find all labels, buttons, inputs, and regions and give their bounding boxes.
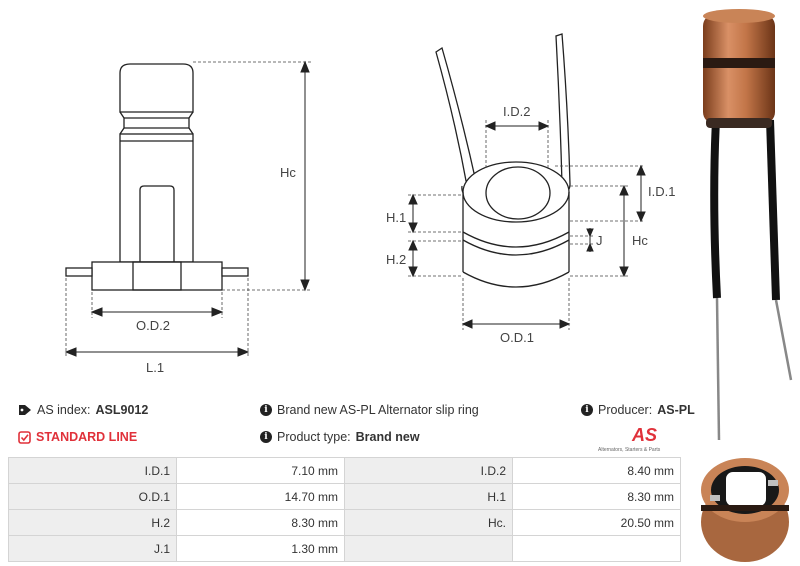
tag-icon bbox=[19, 405, 31, 415]
spec-label: H.1 bbox=[344, 483, 513, 510]
spec-label: J.1 bbox=[8, 535, 177, 562]
spec-value: 7.10 mm bbox=[176, 457, 345, 484]
od2-label: O.D.2 bbox=[136, 318, 170, 333]
producer-label: Producer: bbox=[598, 403, 653, 417]
slip-ring-perspective-drawing: I.D.2 I.D.1 H.1 H.2 J Hc O.D.1 bbox=[386, 33, 675, 345]
hc-label-mid: Hc bbox=[632, 233, 648, 248]
spec-value: 20.50 mm bbox=[512, 509, 681, 536]
spec-value: 8.40 mm bbox=[512, 457, 681, 484]
l1-label: L.1 bbox=[146, 360, 164, 375]
spec-label: H.2 bbox=[8, 509, 177, 536]
info-icon: i bbox=[260, 431, 272, 443]
as-index-label: AS index: bbox=[37, 403, 91, 417]
standard-line-label: STANDARD LINE bbox=[36, 430, 138, 444]
id1-label: I.D.1 bbox=[648, 184, 675, 199]
spec-value: 1.30 mm bbox=[176, 535, 345, 562]
info-icon: i bbox=[260, 404, 272, 416]
product-photo-top-view bbox=[701, 458, 789, 562]
as-index: AS index: ASL9012 bbox=[18, 403, 148, 417]
check-square-icon bbox=[18, 430, 31, 444]
hc-label: Hc bbox=[280, 165, 296, 180]
spec-label: O.D.1 bbox=[8, 483, 177, 510]
as-pl-logo: AS Alternators, Starters & Parts bbox=[598, 425, 661, 453]
description-text: Brand new AS-PL Alternator slip ring bbox=[277, 403, 479, 417]
spec-label bbox=[344, 535, 513, 562]
spec-value: 8.30 mm bbox=[512, 483, 681, 510]
od1-label: O.D.1 bbox=[500, 330, 534, 345]
product-type: i Product type: Brand new bbox=[260, 430, 420, 444]
as-index-value: ASL9012 bbox=[95, 403, 149, 417]
logo-mark: AS bbox=[631, 425, 657, 445]
producer: i Producer: AS-PL bbox=[581, 403, 695, 417]
info-icon: i bbox=[581, 404, 593, 416]
spec-value: 14.70 mm bbox=[176, 483, 345, 510]
id2-label: I.D.2 bbox=[503, 104, 530, 119]
h2-label: H.2 bbox=[386, 252, 406, 267]
standard-line: STANDARD LINE bbox=[18, 430, 137, 444]
j-label: J bbox=[596, 233, 603, 248]
spec-value bbox=[512, 535, 681, 562]
spec-label: Hc. bbox=[344, 509, 513, 536]
producer-value: AS-PL bbox=[657, 403, 695, 417]
spec-label: I.D.1 bbox=[8, 457, 177, 484]
slip-ring-side-drawing: Hc O.D.2 L.1 bbox=[64, 60, 312, 375]
spec-label: I.D.2 bbox=[344, 457, 513, 484]
spec-value: 8.30 mm bbox=[176, 509, 345, 536]
logo-tagline: Alternators, Starters & Parts bbox=[598, 447, 661, 453]
product-type-label: Product type: bbox=[277, 430, 351, 444]
product-type-value: Brand new bbox=[355, 430, 420, 444]
product-photo-side bbox=[703, 9, 793, 440]
description: i Brand new AS-PL Alternator slip ring bbox=[260, 403, 479, 417]
h1-label: H.1 bbox=[386, 210, 406, 225]
